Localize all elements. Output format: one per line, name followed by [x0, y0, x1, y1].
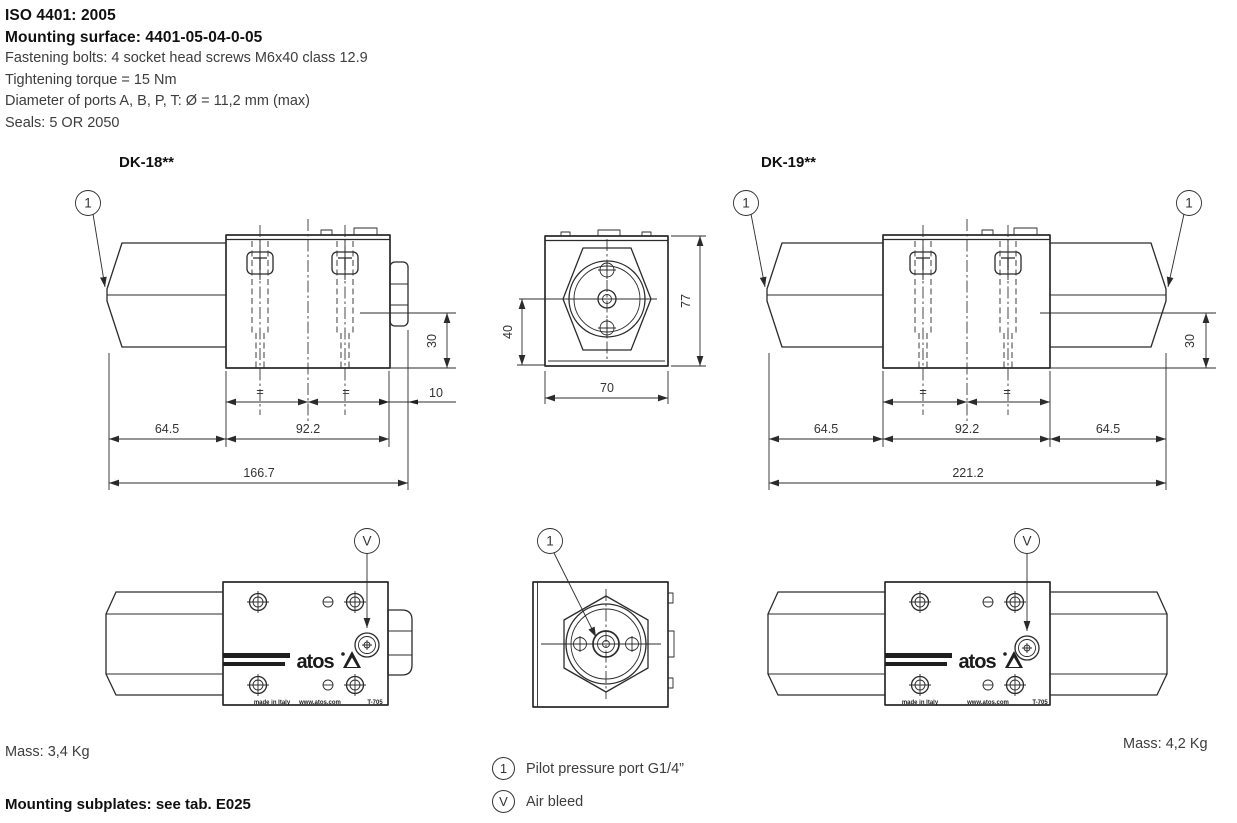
made-in-label: made in Italy: [254, 700, 291, 706]
dimensions: 30 = = 10 64.5 92.2 166.7: [108, 312, 456, 490]
valve-body: [884, 581, 1051, 706]
dk18-mass: Mass: 3,4 Kg: [5, 744, 90, 760]
solenoid-right: [1050, 591, 1168, 696]
manual-override-left: [909, 225, 937, 415]
seal-plugs: [322, 596, 334, 691]
end-view-top-drawing: 40 77 70: [501, 229, 706, 404]
iso-standard: ISO 4401: 2005: [5, 7, 116, 24]
valve-body: [882, 219, 1051, 421]
dim-port-height: 30: [425, 334, 439, 348]
atos-logo: atos: [223, 651, 361, 673]
dk19-top-view-drawing: V atos: [767, 528, 1168, 706]
pilot-port-callout: 1: [75, 190, 107, 288]
atos-logo: atos: [885, 651, 1023, 673]
pilot-port-callout: 1: [537, 528, 597, 638]
manual-override-left: [246, 225, 274, 415]
spec-header: ISO 4401: 2005 Mounting surface: 4401-05…: [5, 5, 368, 134]
pilot-callout-symbol: 1: [492, 757, 515, 780]
end-nut: [387, 609, 413, 676]
drawing-code-label: T-705: [1032, 700, 1048, 706]
dim-total: 166.7: [243, 466, 274, 480]
pilot-port-callout-right: 1: [1166, 190, 1202, 288]
mounting-subplates-note: Mounting subplates: see tab. E025: [5, 796, 251, 813]
dim-equal-right: =: [1003, 384, 1011, 399]
mounting-surface: Mounting surface: 4401-05-04-0-05: [5, 28, 263, 46]
dk18-title: DK-18**: [119, 154, 175, 171]
dim-equal-left: =: [256, 384, 264, 399]
mounting-bolts: [909, 591, 1026, 696]
callout-label: V: [362, 534, 371, 549]
air-bleed-screw: [1014, 635, 1040, 661]
solenoid-left: [106, 242, 226, 348]
website-label: www.atos.com: [966, 700, 1009, 706]
callout-label: 1: [1185, 196, 1193, 211]
air-bleed-symbol: V: [492, 790, 515, 813]
brand-name: atos: [296, 651, 334, 673]
dk19-mass: Mass: 4,2 Kg: [1123, 736, 1208, 752]
drawing-code-label: T-705: [367, 700, 383, 706]
dim-port-center: 40: [501, 325, 515, 339]
body-end-view: [519, 229, 669, 367]
dim-solenoid-left: 64.5: [814, 422, 838, 436]
callout-label: V: [1022, 534, 1031, 549]
pilot-port-callout-left: 1: [733, 190, 767, 288]
dk18-top-view-drawing: V atos: [105, 528, 413, 706]
dim-width: 70: [600, 381, 614, 395]
end-view-bottom-drawing: 1: [532, 528, 675, 708]
callout-label: 1: [546, 534, 554, 549]
legend-pilot-pressure: 1 Pilot pressure port G1/4”: [492, 757, 684, 780]
dim-total: 221.2: [952, 466, 983, 480]
dim-port-height: 30: [1183, 334, 1197, 348]
fastening-bolts: Fastening bolts: 4 socket head screws M6…: [5, 50, 368, 66]
dim-solenoid-right: 64.5: [1096, 422, 1120, 436]
dk19-side-view-drawing: 1 1: [733, 190, 1216, 490]
dim-solenoid: 64.5: [155, 422, 179, 436]
legend: 1 Pilot pressure port G1/4” V Air bleed: [492, 757, 684, 823]
body-end-view: [532, 581, 675, 708]
dk19-title: DK-19**: [761, 154, 817, 171]
brand-name: atos: [958, 651, 996, 673]
side-tabs: [667, 592, 675, 689]
air-bleed-callout: V: [1014, 528, 1040, 631]
dimensions: 40 77 70: [501, 235, 706, 404]
seals: Seals: 5 OR 2050: [5, 114, 120, 131]
seal-plugs: [982, 596, 994, 691]
dk18-side-view-drawing: 1: [75, 190, 456, 490]
valve-body: [225, 219, 391, 421]
dim-equal-right: =: [342, 384, 350, 399]
dim-height: 77: [679, 294, 693, 308]
solenoid-left: [105, 591, 223, 696]
solenoid-left: [767, 591, 885, 696]
end-nut: [389, 261, 409, 327]
made-in-label: made in Italy: [902, 700, 939, 706]
manual-override-right: [331, 225, 359, 415]
solenoid-left: [766, 242, 883, 348]
air-bleed-callout: V: [354, 528, 380, 628]
legend-air-bleed: V Air bleed: [492, 790, 684, 813]
nameplate-text: made in Italy www.atos.com T-705: [902, 700, 1049, 706]
dimensions: 30 = = 64.5 92.2 64.5 221.2: [768, 312, 1216, 490]
air-bleed-screw: [354, 632, 380, 658]
dim-equal-left: =: [919, 384, 927, 399]
manual-override-right: [994, 225, 1022, 415]
pilot-callout-text: Pilot pressure port G1/4”: [526, 760, 684, 777]
air-bleed-text: Air bleed: [526, 793, 584, 810]
mounting-bolts: [247, 591, 366, 696]
dim-body: 92.2: [955, 422, 979, 436]
dim-body: 92.2: [296, 422, 320, 436]
nameplate-text: made in Italy www.atos.com T-705: [254, 700, 384, 706]
ports-diameter: Diameter of ports A, B, P, T: Ø = 11,2 m…: [5, 93, 311, 109]
website-label: www.atos.com: [298, 700, 341, 706]
callout-label: 1: [742, 196, 750, 211]
dim-nut-gap: 10: [429, 386, 443, 400]
solenoid-right: [1050, 242, 1167, 348]
callout-label: 1: [84, 196, 92, 211]
tightening-torque: Tightening torque = 15 Nm: [5, 71, 177, 88]
